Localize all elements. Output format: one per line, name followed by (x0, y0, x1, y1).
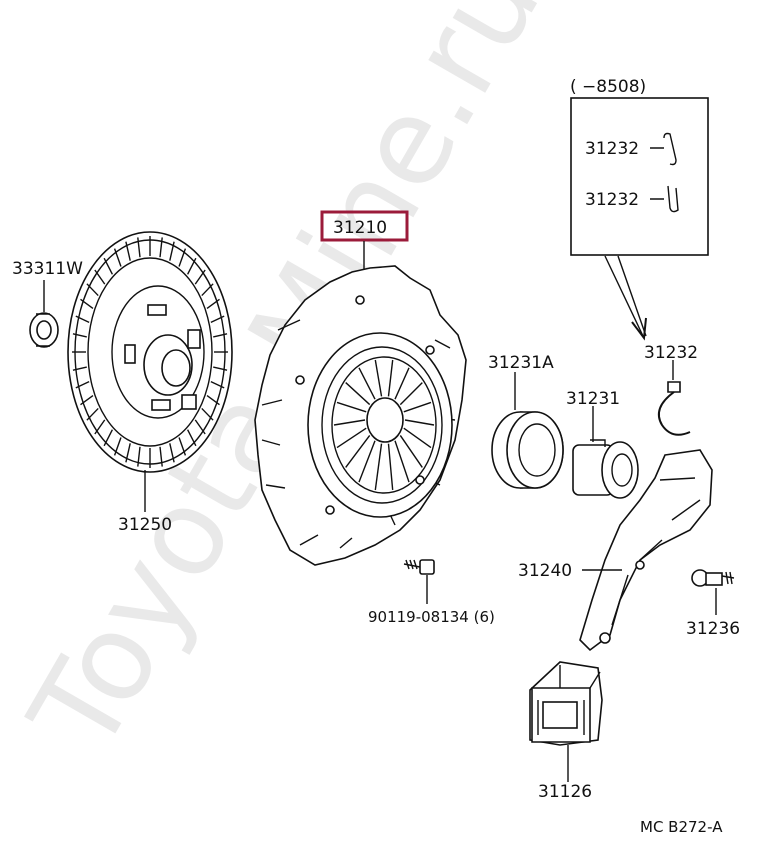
clutch-cover-31210[interactable] (254, 265, 467, 566)
fork-stud-31236[interactable] (691, 569, 735, 587)
diaphragm-finger (374, 359, 383, 397)
label-31126[interactable]: 31126 (538, 782, 592, 802)
diaphragm-finger (394, 440, 410, 483)
diaphragm-finger (394, 367, 410, 400)
diaphragm-finger (387, 359, 394, 397)
disc-facing-segment (213, 333, 228, 338)
diaphragm-finger (345, 382, 371, 406)
disc-facing-segment (125, 443, 131, 463)
label-31210[interactable]: 31210 (333, 218, 387, 238)
disc-facing-segment (137, 446, 141, 467)
disc-facing-segment (186, 257, 197, 275)
label-31231a[interactable]: 31231A (488, 353, 554, 373)
disc-facing-segment (94, 419, 106, 435)
inset-box (570, 97, 709, 256)
label-31231[interactable]: 31231 (566, 389, 620, 409)
disc-facing-segment (194, 419, 206, 435)
disc-facing-segment (113, 248, 122, 267)
bolt-90119-08134[interactable] (403, 559, 435, 575)
disc-facing-segment (75, 381, 90, 389)
disc-facing-segment (80, 395, 94, 406)
label-31240[interactable]: 31240 (518, 561, 572, 581)
disc-facing-segment (194, 269, 206, 285)
disc-facing-segment (103, 257, 114, 275)
diaphragm-finger (403, 401, 432, 413)
disc-facing-segment (159, 446, 163, 467)
boot-31126[interactable] (529, 661, 603, 746)
release-fork-31240[interactable] (579, 449, 713, 652)
diagram-code: MC B272-A (640, 818, 723, 836)
inset-range: ( −8508) (570, 77, 646, 97)
highlight-box-31210 (320, 210, 409, 242)
label-90119-08134[interactable]: 90119-08134 (6) (368, 608, 495, 626)
disc-facing-segment (80, 298, 94, 309)
label-33311w[interactable]: 33311W (12, 259, 83, 279)
diaphragm-finger (336, 401, 367, 413)
disc-facing-segment (103, 429, 114, 447)
diaphragm-finger (333, 419, 366, 426)
diaphragm-finger (399, 435, 423, 468)
pilot-bearing-33311w[interactable] (29, 312, 59, 348)
label-31232[interactable]: 31232 (644, 343, 698, 363)
disc-facing-segment (159, 237, 163, 258)
label-31250[interactable]: 31250 (118, 515, 172, 535)
disc-facing-segment (86, 283, 99, 297)
arrow-icon (631, 317, 647, 341)
disc-facing-segment (94, 269, 106, 285)
disc-facing-segment (72, 366, 87, 371)
disc-facing-segment (213, 366, 228, 371)
label-31232-inset-1[interactable]: 31232 (585, 139, 639, 159)
disc-facing-segment (201, 407, 214, 421)
diaphragm-finger (336, 427, 367, 449)
disc-facing-segment (206, 395, 220, 406)
disc-facing-segment (169, 443, 175, 463)
release-bearing-31231a[interactable] (491, 411, 564, 489)
label-31236[interactable]: 31236 (686, 619, 740, 639)
disc-facing-segment (75, 315, 90, 323)
diaphragm-finger (399, 382, 423, 406)
disc-facing-segment (169, 241, 175, 261)
diaphragm-finger (345, 435, 371, 468)
disc-facing-segment (113, 437, 122, 456)
diaphragm-finger (387, 443, 394, 491)
disc-facing-segment (137, 237, 141, 258)
disc-facing-segment (178, 437, 187, 456)
diaphragm-finger (374, 443, 383, 491)
diaphragm-finger (358, 367, 376, 400)
diaphragm-finger (403, 427, 432, 449)
clip-icon-b (650, 185, 679, 213)
clutch-disc-31250[interactable] (67, 231, 233, 473)
diaphragm-finger (358, 440, 376, 483)
disc-facing-segment (206, 298, 220, 309)
bearing-hub-31231[interactable] (572, 439, 639, 499)
disc-facing-segment (186, 429, 197, 447)
disc-facing-segment (72, 333, 87, 338)
disc-facing-segment (86, 407, 99, 421)
disc-facing-segment (210, 315, 225, 323)
clip-31232[interactable] (658, 381, 691, 436)
clip-icon-a (650, 132, 677, 166)
disc-facing-segment (210, 381, 225, 389)
disc-facing-segment (125, 241, 131, 261)
disc-facing-segment (178, 248, 187, 267)
label-31232-inset-2[interactable]: 31232 (585, 190, 639, 210)
disc-facing-segment (201, 283, 214, 297)
diaphragm-finger (404, 419, 435, 426)
